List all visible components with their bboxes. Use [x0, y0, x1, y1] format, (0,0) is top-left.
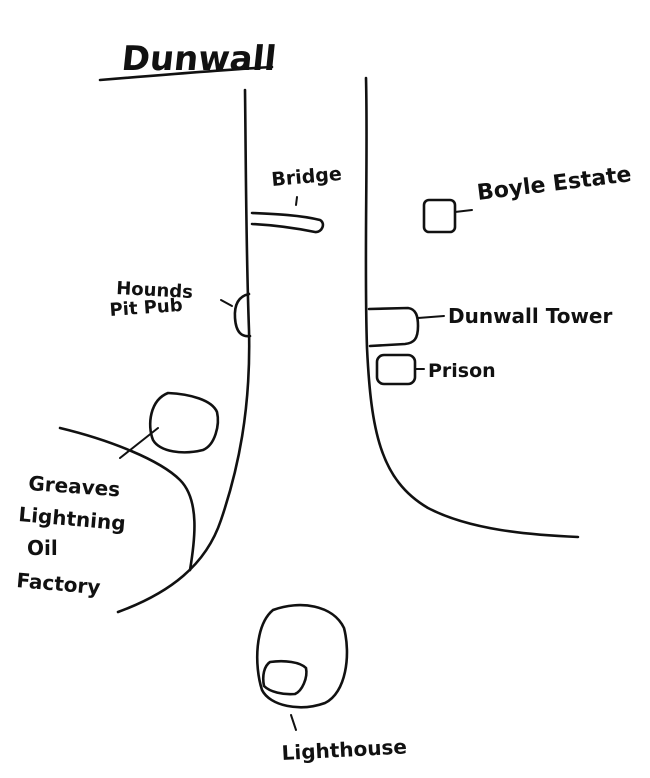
title-underline: [98, 65, 274, 82]
lighthouse[interactable]: [255, 603, 349, 731]
greaves-factory[interactable]: [119, 391, 220, 459]
prison-label: Prison: [428, 360, 496, 382]
greaves-factory-marker: [148, 391, 220, 454]
boyle-estate-label: Boyle Estate: [476, 162, 633, 206]
prison[interactable]: [375, 353, 425, 386]
bridge[interactable]: [250, 196, 325, 234]
dunwall-tower-marker: [367, 306, 420, 348]
greaves-label-1: Greaves: [28, 471, 121, 501]
hounds-pit-pub-label-1: Hounds: [116, 278, 194, 303]
bridge-pointer: [295, 196, 298, 206]
dunwall-tower-label: Dunwall Tower: [448, 304, 612, 328]
boyle-estate[interactable]: [422, 198, 473, 234]
hounds-pit-pub-pointer: [220, 299, 233, 307]
lighthouse-marker: [261, 659, 308, 696]
factory-shoreline: [58, 426, 196, 572]
hounds-pit-pub-label-2: Pit Pub: [109, 295, 184, 321]
lighthouse-island: [255, 603, 349, 709]
boyle-estate-pointer: [454, 209, 473, 213]
greaves-label-2: Lightning: [18, 502, 127, 535]
bridge-label: Bridge: [271, 163, 343, 191]
greaves-factory-pointer: [119, 427, 159, 459]
hounds-pit-pub[interactable]: [220, 292, 252, 338]
boyle-estate-marker: [422, 198, 457, 234]
dunwall-tower-pointer: [417, 315, 445, 319]
river-right-bank: [364, 76, 580, 539]
greaves-label-3: Oil: [27, 536, 58, 560]
river-left-bank: [116, 88, 251, 614]
hounds-pit-pub-marker: [233, 292, 252, 338]
prison-marker: [375, 353, 417, 386]
bridge-outline: [250, 211, 325, 234]
lighthouse-label: Lighthouse: [281, 734, 407, 765]
lighthouse-pointer: [290, 714, 297, 731]
greaves-label-4: Factory: [16, 568, 102, 599]
dunwall-tower[interactable]: [367, 306, 445, 348]
